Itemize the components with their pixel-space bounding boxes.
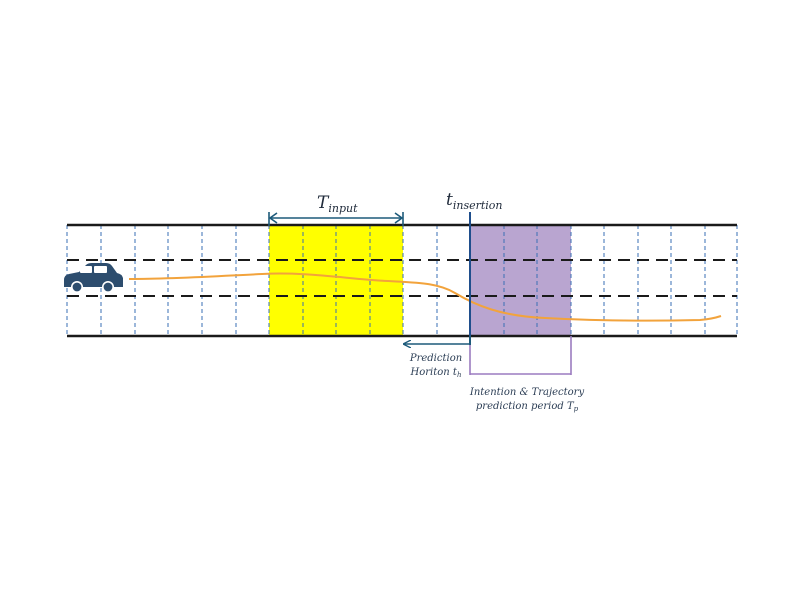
prediction-horizon-arrow bbox=[404, 336, 471, 345]
t-insertion-label: tinsertion bbox=[446, 190, 503, 212]
prediction-period-label-line2: prediction period Tp bbox=[476, 401, 579, 413]
prediction-period-bracket bbox=[469, 336, 572, 375]
prediction-period-label-line1: Intention & Trajectory bbox=[469, 387, 585, 398]
t-input-label: Tinput bbox=[317, 193, 358, 215]
prediction-horizon-label-line1: Prediction bbox=[409, 353, 462, 364]
t-input-bracket bbox=[268, 212, 404, 226]
time-grid bbox=[66, 225, 738, 336]
car-icon bbox=[64, 263, 123, 293]
vehicle-trajectory bbox=[128, 272, 722, 322]
prediction-horizon-label-line2: Horiton th bbox=[410, 367, 462, 379]
